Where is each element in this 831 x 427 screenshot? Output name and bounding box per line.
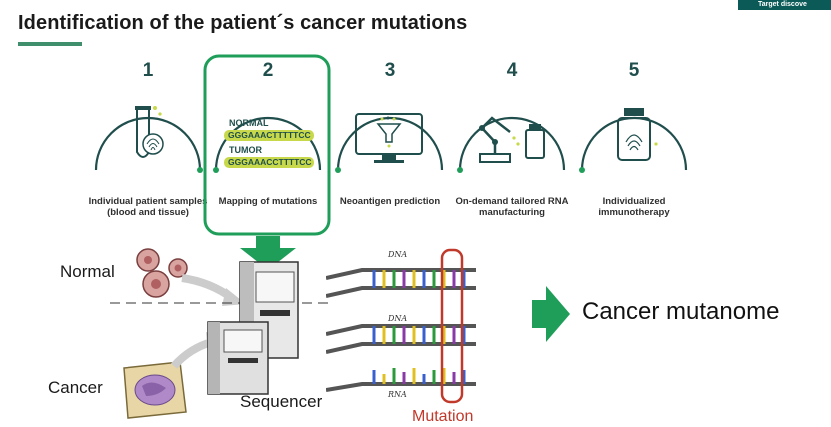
step-3-label: Neoantigen prediction [339,196,441,207]
cancer-mutanome-label: Cancer mutanome [582,298,780,325]
step-4-arc [457,116,566,173]
mutation-label: Mutation [412,408,474,425]
step-2-label: Mapping of mutations [218,196,318,207]
step-1-number: 1 [142,60,154,81]
rna-label: RNA [388,390,407,399]
step-2-arc [213,116,322,173]
down-arrow-icon [240,236,296,270]
title-underline [18,42,82,46]
corner-tag: Target discove [738,0,831,10]
vial-fingerprint-icon [617,108,658,161]
step-5-label: Individualized immunotherapy [598,196,670,218]
cancer-label: Cancer [48,378,103,397]
tumor-sequence: GGGAAACCTTTTCC [224,157,314,168]
step-3-number: 3 [384,60,396,81]
step-1-label: Individual patient samples (blood and ti… [88,196,208,218]
normal-label: Normal [60,262,115,281]
step-2-highlight-frame [203,54,331,236]
robot-arm-icon [479,116,545,163]
dna-label-2: DNA [388,314,408,323]
normal-sequence: GGGAAACTTTTTCC [224,130,314,141]
dna-label-1: DNA [388,250,408,259]
mutation-highlight-box [440,248,464,404]
result-arrow-icon [532,286,570,342]
dna-strips-graphic [326,268,476,392]
page-title: Identification of the patient´s cancer m… [18,12,468,34]
step-3-arc [335,116,444,173]
monitor-funnel-icon [355,113,423,163]
cancer-tissue-icon [123,361,187,419]
test-tube-fingerprint-icon [135,106,164,158]
step-4-number: 4 [506,60,518,81]
tumor-seq-label: TUMOR [229,145,262,155]
step-5-number: 5 [628,60,640,81]
normal-cells-icon [136,248,188,298]
normal-seq-label: NORMAL [229,118,269,128]
step-4-label: On-demand tailored RNA manufacturing [455,196,569,218]
sequencer-machine-icon [207,261,299,395]
step-2-number: 2 [262,60,274,81]
sequencer-label: Sequencer [240,392,323,411]
